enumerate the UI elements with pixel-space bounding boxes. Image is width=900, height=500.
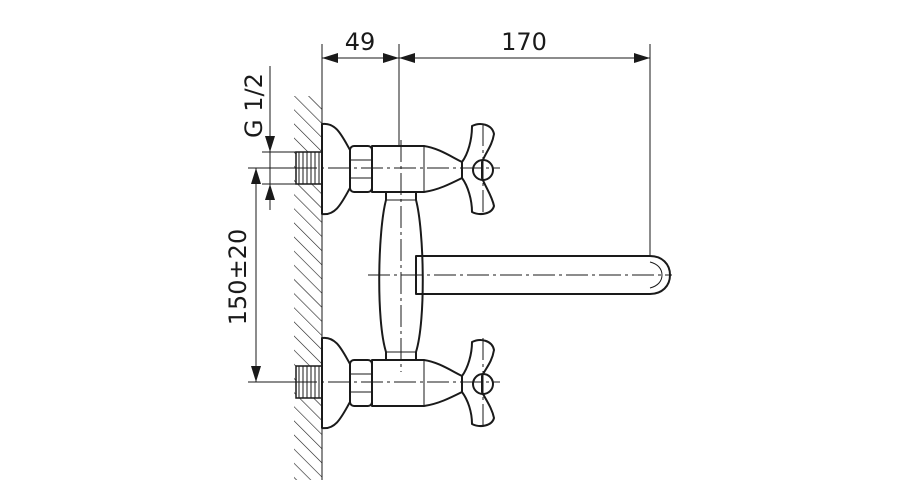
upper-valve-body [371,145,463,193]
lower-union-nut [349,359,373,407]
spout-tip-detail [649,261,663,289]
upper-wall-flange [321,122,351,216]
dimension-thread: G 1/2 [240,66,275,210]
dimension-thread-label: G 1/2 [240,73,268,138]
center-lines [262,124,672,430]
upper-union-nut [349,145,373,193]
extension-lines [248,44,651,383]
lower-valve-body [371,359,463,407]
dimension-49-label: 49 [345,28,376,56]
upper-cross-handle [461,123,495,215]
dimension-170: 170 [399,28,650,63]
dimension-170-label: 170 [501,28,547,56]
dimension-150: 150±20 [224,168,261,382]
lower-wall-flange [321,336,351,430]
dimension-49: 49 [322,28,399,63]
dimension-150-label: 150±20 [224,229,252,325]
lower-cross-handle [461,339,495,427]
